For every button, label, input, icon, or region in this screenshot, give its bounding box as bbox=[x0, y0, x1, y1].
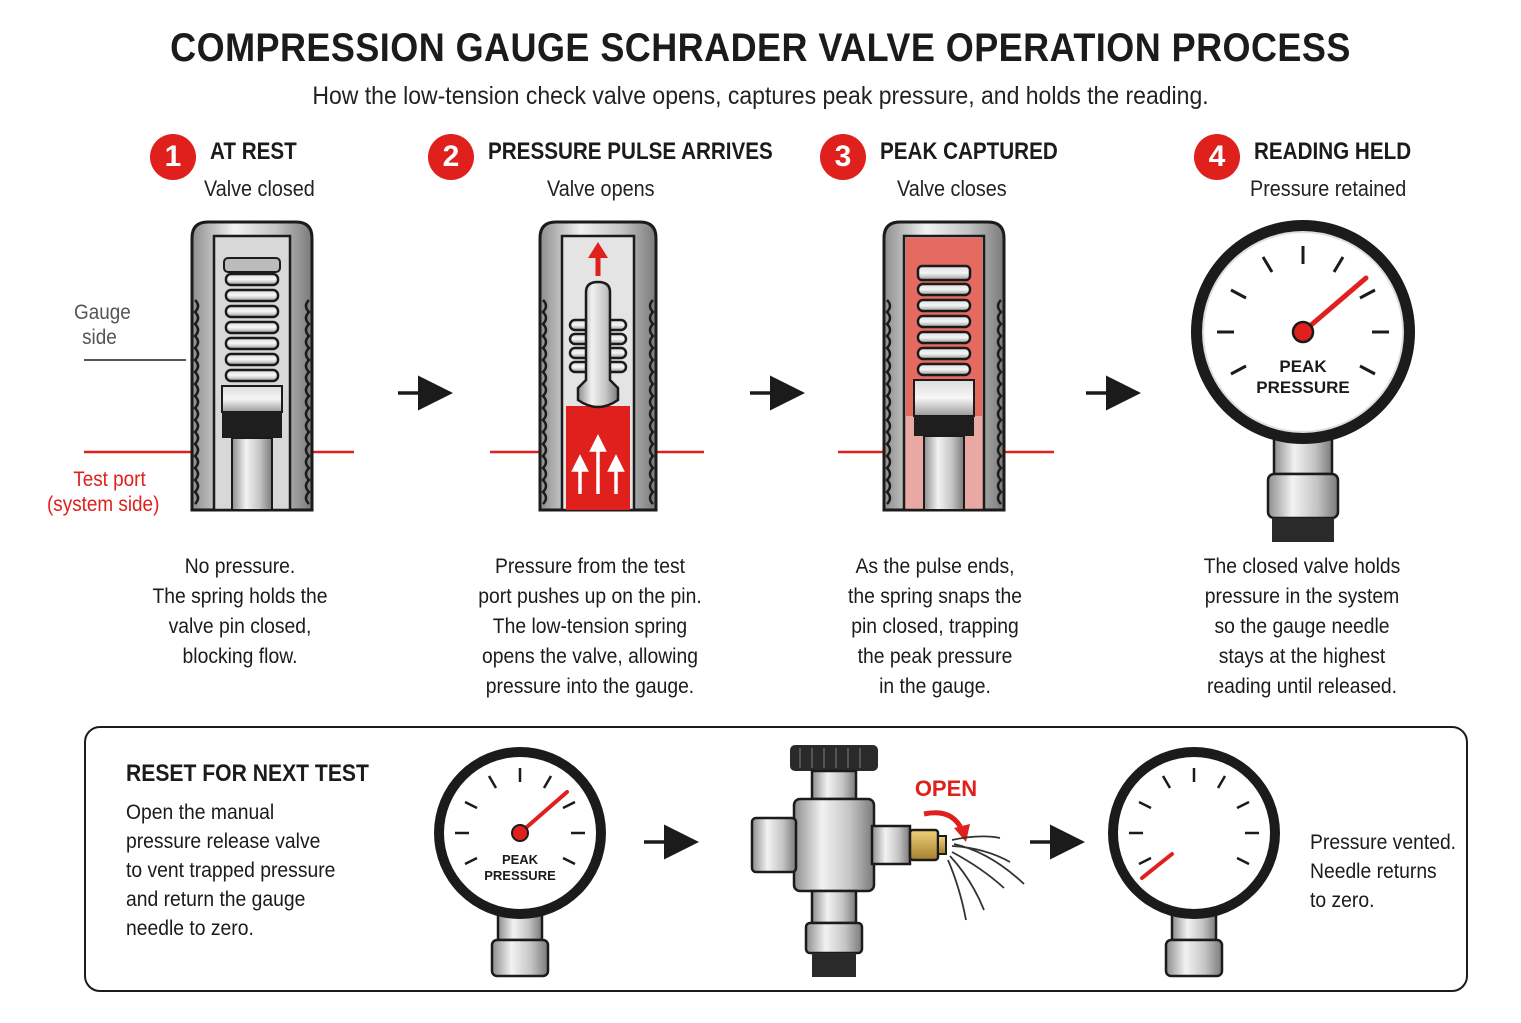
gauge-4-face-label-line-2: PRESSURE bbox=[1256, 378, 1350, 397]
gauge-4-face-label-line-1: PEAK bbox=[1279, 357, 1327, 376]
step-4-subtitle: Pressure retained bbox=[1250, 176, 1407, 201]
step-1-subtitle: Valve closed bbox=[204, 176, 315, 201]
reset-panel bbox=[84, 726, 1468, 992]
rotate-arrow-icon bbox=[923, 810, 965, 832]
step-1-description: No pressure.The spring holds the valve p… bbox=[152, 555, 328, 668]
page-title: COMPRESSION GAUGE SCHRADER VALVE OPERATI… bbox=[170, 26, 1351, 70]
step-2-title: PRESSURE PULSE ARRIVES bbox=[488, 138, 773, 165]
reset-gauge-label-line-2: PRESSURE bbox=[484, 868, 556, 883]
reset-gauge-zero-icon bbox=[1108, 747, 1280, 978]
valve-3-closed bbox=[882, 220, 1006, 512]
step-3-description: As the pulse ends,the spring snaps the p… bbox=[848, 555, 1022, 698]
step-3-subtitle: Valve closes bbox=[897, 176, 1007, 201]
reset-title: RESET FOR NEXT TEST bbox=[126, 760, 369, 787]
pressure-flow-arrows-icon bbox=[571, 434, 625, 494]
step-2-subtitle: Valve opens bbox=[547, 176, 655, 201]
open-label: OPEN bbox=[915, 776, 977, 801]
pressure-up-arrow-icon bbox=[588, 242, 608, 276]
step-1-number-badge: 1 bbox=[150, 134, 196, 180]
step-3-header: 3 PEAK CAPTURED Valve closes bbox=[820, 134, 1080, 214]
step-2-number-badge: 2 bbox=[428, 134, 474, 180]
spray-icon bbox=[947, 835, 1025, 921]
step-4-number-badge: 4 bbox=[1194, 134, 1240, 180]
page-subtitle: How the low-tension check valve opens, c… bbox=[312, 82, 1209, 110]
step-2-header: 2 PRESSURE PULSE ARRIVES Valve opens bbox=[428, 134, 773, 214]
step-1-header: 1 AT REST Valve closed bbox=[150, 134, 390, 214]
vented-text: Pressure vented.Needle returns to zero. bbox=[1310, 831, 1457, 912]
test-port-label: Test port(system side) bbox=[47, 468, 160, 516]
step-4-pressure-gauge-icon: PEAK PRESSURE bbox=[1191, 220, 1415, 542]
step-3-number-badge: 3 bbox=[820, 134, 866, 180]
step-4-title: READING HELD bbox=[1254, 138, 1412, 165]
step-4-header: 4 READING HELD Pressure retained bbox=[1194, 134, 1434, 214]
step-3-title: PEAK CAPTURED bbox=[880, 138, 1058, 165]
step-1-title: AT REST bbox=[210, 138, 297, 165]
release-valve-icon bbox=[750, 745, 947, 977]
valve-1-at-rest bbox=[190, 220, 314, 512]
reset-gauge-peak-icon: PEAK PRESSURE bbox=[434, 747, 606, 978]
reset-gauge-label-line-1: PEAK bbox=[502, 852, 539, 867]
valve-2-open bbox=[538, 220, 658, 512]
